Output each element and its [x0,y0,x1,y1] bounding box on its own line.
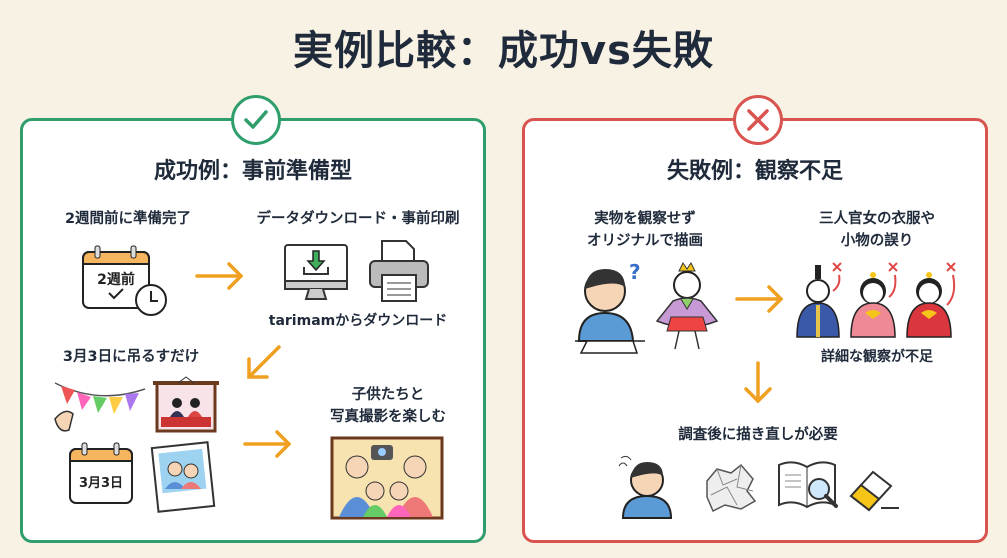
three-court-ladies-icon [796,262,956,338]
step-download-label: データダウンロード・事前印刷 [256,211,460,227]
failure-heading: 失敗例：観察不足 [666,159,843,184]
bunting-icon [54,382,146,432]
calendar2-text: 3月3日 [79,476,123,491]
step-redraw-label: 調査後に描き直しが必要 [678,427,838,443]
arrow-down-left-icon [247,345,281,379]
calendar-march3-icon: 3月3日 [69,442,133,504]
crumpled-paper-icon [706,463,757,513]
check-icon [244,110,268,129]
check-badge [231,95,281,145]
family-photo-icon [150,441,216,513]
worried-boy-icon [618,455,673,519]
observation-caption: 詳細な観察が不足 [821,349,933,365]
success-panel: 成功例：事前準備型 2週間前に準備完了 2週前 データダウンロード・事前印刷 t… [20,95,486,543]
step-errors-label-2: 小物の誤り [840,233,914,249]
book-magnifier-icon [778,461,838,509]
step-errors-label-1: 三人官女の衣服や [819,211,935,227]
arrow-right-icon-2 [243,430,292,458]
arrow-right-icon [195,262,244,290]
step-photo-label-1: 子供たちと [351,387,425,403]
confused-boy-drawing-icon: ? [575,260,645,354]
eraser-icon [849,470,899,512]
x-icon [747,109,769,131]
success-heading: 成功例：事前準備型 [153,159,352,184]
x-badge [733,95,783,145]
step-photo-label-2: 写真撮影を楽しむ [330,409,446,425]
step-no-observe-label-2: オリジナルで描画 [587,233,703,249]
step-hang-label: 3月3日に吊るすだけ [62,349,200,365]
calendar-text: 2週前 [97,271,135,288]
calendar-clock-icon: 2週前 [82,245,167,316]
hina-tapestry-icon [153,376,219,433]
family-with-camera-icon [330,436,444,520]
arrow-right-icon-3 [735,285,784,313]
monitor-download-icon [284,244,348,300]
step-prepare-label: 2週間前に準備完了 [64,211,192,227]
download-caption: tarimamからダウンロード [268,313,448,329]
printer-icon [369,240,429,302]
incorrect-hina-doll-icon [655,262,719,350]
failure-panel: 失敗例：観察不足 実物を観察せず オリジナルで描画 ? 三人官女の衣服や 小物の… [522,95,988,543]
step-no-observe-label-1: 実物を観察せず [594,211,696,227]
svg-text:?: ? [629,260,641,284]
page-title: 実例比較：成功vs失敗 [293,28,714,74]
arrow-down-icon [744,361,772,404]
